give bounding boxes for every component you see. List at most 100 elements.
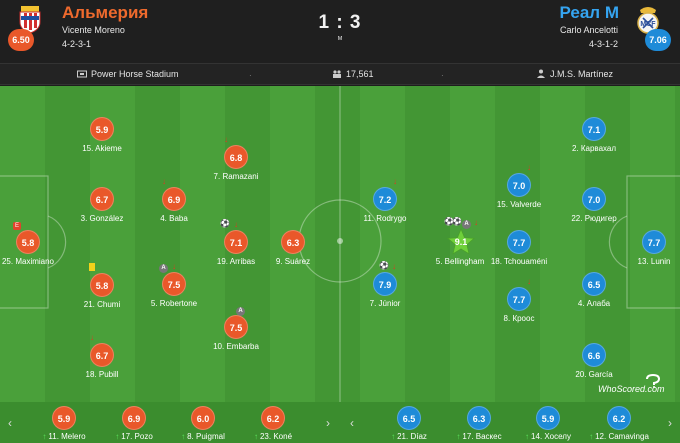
player-name: 21. Chumi bbox=[83, 300, 121, 309]
sub-off-arrow-icon: ↓ bbox=[474, 218, 478, 227]
player-name: 18. Pubill bbox=[85, 370, 119, 379]
player-rodrygo[interactable]: ↓ 7.2 11. Rodrygo bbox=[345, 177, 425, 233]
sub-player-home-4[interactable]: 6.2 ↑23. Koné bbox=[238, 406, 308, 442]
player-arribas[interactable]: ⚽ ↓ 7.1 19. Arribas bbox=[196, 219, 276, 276]
player-suarez[interactable]: 6.3 9. Suárez bbox=[253, 230, 333, 276]
match-status: м bbox=[337, 35, 343, 42]
player-name: 5. Bellingham bbox=[435, 257, 485, 266]
player-rating: 7.5 bbox=[224, 315, 248, 339]
player-rating: 6.7 bbox=[90, 343, 114, 367]
player-chumi[interactable]: 5.8 21. Chumi bbox=[62, 263, 142, 319]
player-name: ↑8. Puigmal bbox=[181, 432, 225, 441]
player-rudiger[interactable]: 7.0 22. Рюдигер bbox=[554, 187, 634, 233]
player-name: 11. Rodrygo bbox=[363, 214, 407, 223]
sub-on-arrow-icon: ↑ bbox=[181, 432, 186, 441]
player-rating: 6.0 bbox=[191, 406, 215, 430]
chevron-right-icon[interactable]: › bbox=[668, 416, 672, 430]
sub-on-arrow-icon: ↑ bbox=[253, 432, 258, 441]
sub-player-away-4[interactable]: 6.2 ↑12. Camavinga bbox=[584, 406, 654, 442]
pitch: E 5.8 25. Maximiano 5.9 15. Akieme 6.7 3… bbox=[0, 86, 680, 402]
player-rating: 5.8 bbox=[16, 230, 40, 254]
player-kroos[interactable]: ↓ 7.7 8. Кроос bbox=[479, 277, 559, 333]
player-name: 8. Кроос bbox=[503, 314, 535, 323]
player-name: 19. Arribas bbox=[216, 257, 256, 266]
sub-off-arrow-icon: ↓ bbox=[527, 277, 531, 286]
player-rating: 6.8 bbox=[224, 145, 248, 169]
away-formation: 4-3-1-2 bbox=[588, 39, 618, 49]
player-rating: 6.3 bbox=[467, 406, 491, 430]
almeria-crest-icon[interactable] bbox=[16, 4, 44, 34]
chevron-left-icon[interactable]: ‹ bbox=[8, 416, 12, 430]
separator-dot: · bbox=[249, 71, 252, 80]
sub-player-away-3[interactable]: 5.9 ↑14. Хоселу bbox=[513, 406, 583, 442]
player-name: 10. Embarba bbox=[213, 342, 259, 351]
sub-off-arrow-icon: ↓ bbox=[392, 262, 396, 271]
player-rating: 5.8 bbox=[90, 273, 114, 297]
player-rating: 7.1 bbox=[582, 117, 606, 141]
player-rating: 6.2 bbox=[607, 406, 631, 430]
player-name: 22. Рюдигер bbox=[571, 214, 617, 223]
sub-player-away-1[interactable]: 6.5 ↑21. Díaz bbox=[374, 406, 444, 442]
attendance-info: 17,561 bbox=[332, 69, 374, 79]
sub-off-arrow-icon: ↓ bbox=[172, 262, 176, 271]
crowd-icon bbox=[333, 70, 341, 78]
player-junior[interactable]: ⚽ ↓ 7.9 7. Júnior bbox=[345, 261, 425, 318]
player-rating: 9.1 bbox=[454, 237, 468, 247]
away-team-name[interactable]: Реал М bbox=[559, 3, 619, 22]
player-rating: 6.3 bbox=[281, 230, 305, 254]
player-name: 4. Алаба bbox=[577, 299, 611, 308]
player-valverde[interactable]: ↓ 7.0 15. Valverde bbox=[479, 163, 559, 219]
player-name: 7. Ramazani bbox=[213, 172, 259, 181]
player-rating: 5.9 bbox=[90, 117, 114, 141]
player-pubill[interactable]: ↓ 6.7 18. Pubill bbox=[62, 333, 142, 389]
player-name: 2. Карвахал bbox=[571, 144, 617, 153]
player-carvajal[interactable]: 7.1 2. Карвахал bbox=[554, 117, 634, 163]
sub-on-arrow-icon: ↑ bbox=[391, 432, 396, 441]
player-rating: 7.0 bbox=[582, 187, 606, 211]
yellow-card-icon bbox=[89, 263, 95, 271]
player-name: 13. Lunin bbox=[637, 257, 671, 266]
player-gonzalez[interactable]: 6.7 3. González bbox=[62, 187, 142, 233]
player-rating: 6.2 bbox=[261, 406, 285, 430]
player-name: ↑21. Díaz bbox=[391, 432, 427, 441]
player-name: 5. Robertone bbox=[150, 299, 198, 308]
player-rating: 6.6 bbox=[582, 343, 606, 367]
player-name: 25. Maximiano bbox=[1, 257, 55, 266]
player-rating: 6.5 bbox=[397, 406, 421, 430]
assist-icon: A bbox=[236, 305, 245, 316]
home-team-name[interactable]: Альмерия bbox=[62, 3, 149, 22]
sub-player-away-2[interactable]: 6.3 ↑17. Васкес bbox=[444, 406, 514, 442]
player-name: ↑11. Melero bbox=[42, 432, 86, 441]
player-name: ↑23. Koné bbox=[253, 432, 293, 441]
chevron-left-icon[interactable]: ‹ bbox=[350, 416, 354, 430]
stadium-info: Power Horse Stadium bbox=[77, 69, 179, 79]
sub-off-arrow-icon: ↓ bbox=[90, 333, 94, 342]
home-coach: Vicente Moreno bbox=[62, 25, 125, 35]
player-maximiano[interactable]: E 5.8 25. Maximiano bbox=[0, 222, 68, 276]
sub-player-home-3[interactable]: 6.0 ↑8. Puigmal bbox=[168, 406, 238, 442]
sub-player-home-2[interactable]: 6.9 ↑17. Pozo bbox=[99, 406, 169, 442]
player-lunin[interactable]: 7.7 13. Lunin bbox=[614, 230, 680, 276]
player-name: 9. Suárez bbox=[275, 257, 311, 266]
sub-player-home-1[interactable]: 5.9 ↑11. Melero bbox=[29, 406, 99, 442]
chevron-right-icon[interactable]: › bbox=[326, 416, 330, 430]
player-ramazani[interactable]: ↓ 6.8 7. Ramazani bbox=[196, 135, 276, 191]
away-coach: Carlo Ancelotti bbox=[559, 25, 618, 35]
player-tchouameni[interactable]: 7.7 18. Tchouaméni bbox=[479, 230, 559, 276]
stadium-name: Power Horse Stadium bbox=[91, 69, 179, 79]
player-name: 15. Valverde bbox=[496, 200, 542, 209]
player-alaba[interactable]: 6.5 4. Алаба bbox=[554, 272, 634, 318]
player-robertone[interactable]: A ↓ 7.5 5. Robertone bbox=[134, 262, 214, 318]
home-team-rating: 6.50 bbox=[8, 29, 34, 51]
player-bellingham[interactable]: ⚽ ⚽ A ↓ 9.1 5. Bellingham bbox=[420, 217, 500, 276]
goal-ball-icon: ⚽ bbox=[452, 217, 462, 226]
player-akieme[interactable]: 5.9 15. Akieme bbox=[62, 117, 142, 163]
player-baba[interactable]: ↓ 6.9 4. Baba bbox=[134, 177, 214, 233]
player-name: 7. Júnior bbox=[369, 299, 401, 308]
player-name: ↑12. Camavinga bbox=[589, 432, 649, 441]
player-garcia[interactable]: 6.6 20. García bbox=[554, 343, 634, 389]
player-name: 3. González bbox=[80, 214, 124, 223]
match-score: 1 : 3 bbox=[318, 12, 362, 33]
player-embarba[interactable]: A 7.5 10. Embarba bbox=[196, 307, 276, 361]
